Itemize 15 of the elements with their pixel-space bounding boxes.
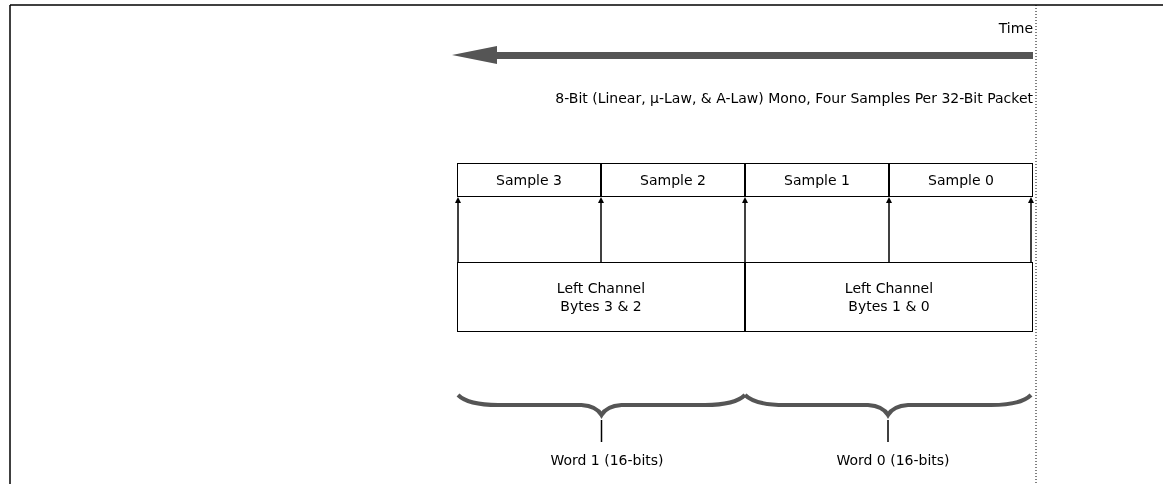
word-label: Word 1 (16-bits) <box>550 452 664 468</box>
sample-cell: Sample 0 <box>889 163 1033 197</box>
sample-cell: Sample 2 <box>601 163 745 197</box>
arrow <box>742 197 748 263</box>
word-label: Word 0 (16-bits) <box>836 452 950 468</box>
channel-bytes-cell: Left Channel Bytes 1 & 0 <box>745 262 1033 332</box>
channel-bytes-cell: Left Channel Bytes 3 & 2 <box>457 262 745 332</box>
arrow <box>598 197 604 263</box>
arrow <box>886 197 892 263</box>
arrow <box>1028 197 1034 263</box>
diagram-title: 8-Bit (Linear, µ-Law, & A-Law) Mono, Four Samples Per 32-Bit Packet <box>555 90 1033 106</box>
sample-cell: Sample 1 <box>745 163 889 197</box>
sample-cell: Sample 3 <box>457 163 601 197</box>
arrow <box>455 197 461 263</box>
axis-label: Time <box>998 20 1033 36</box>
